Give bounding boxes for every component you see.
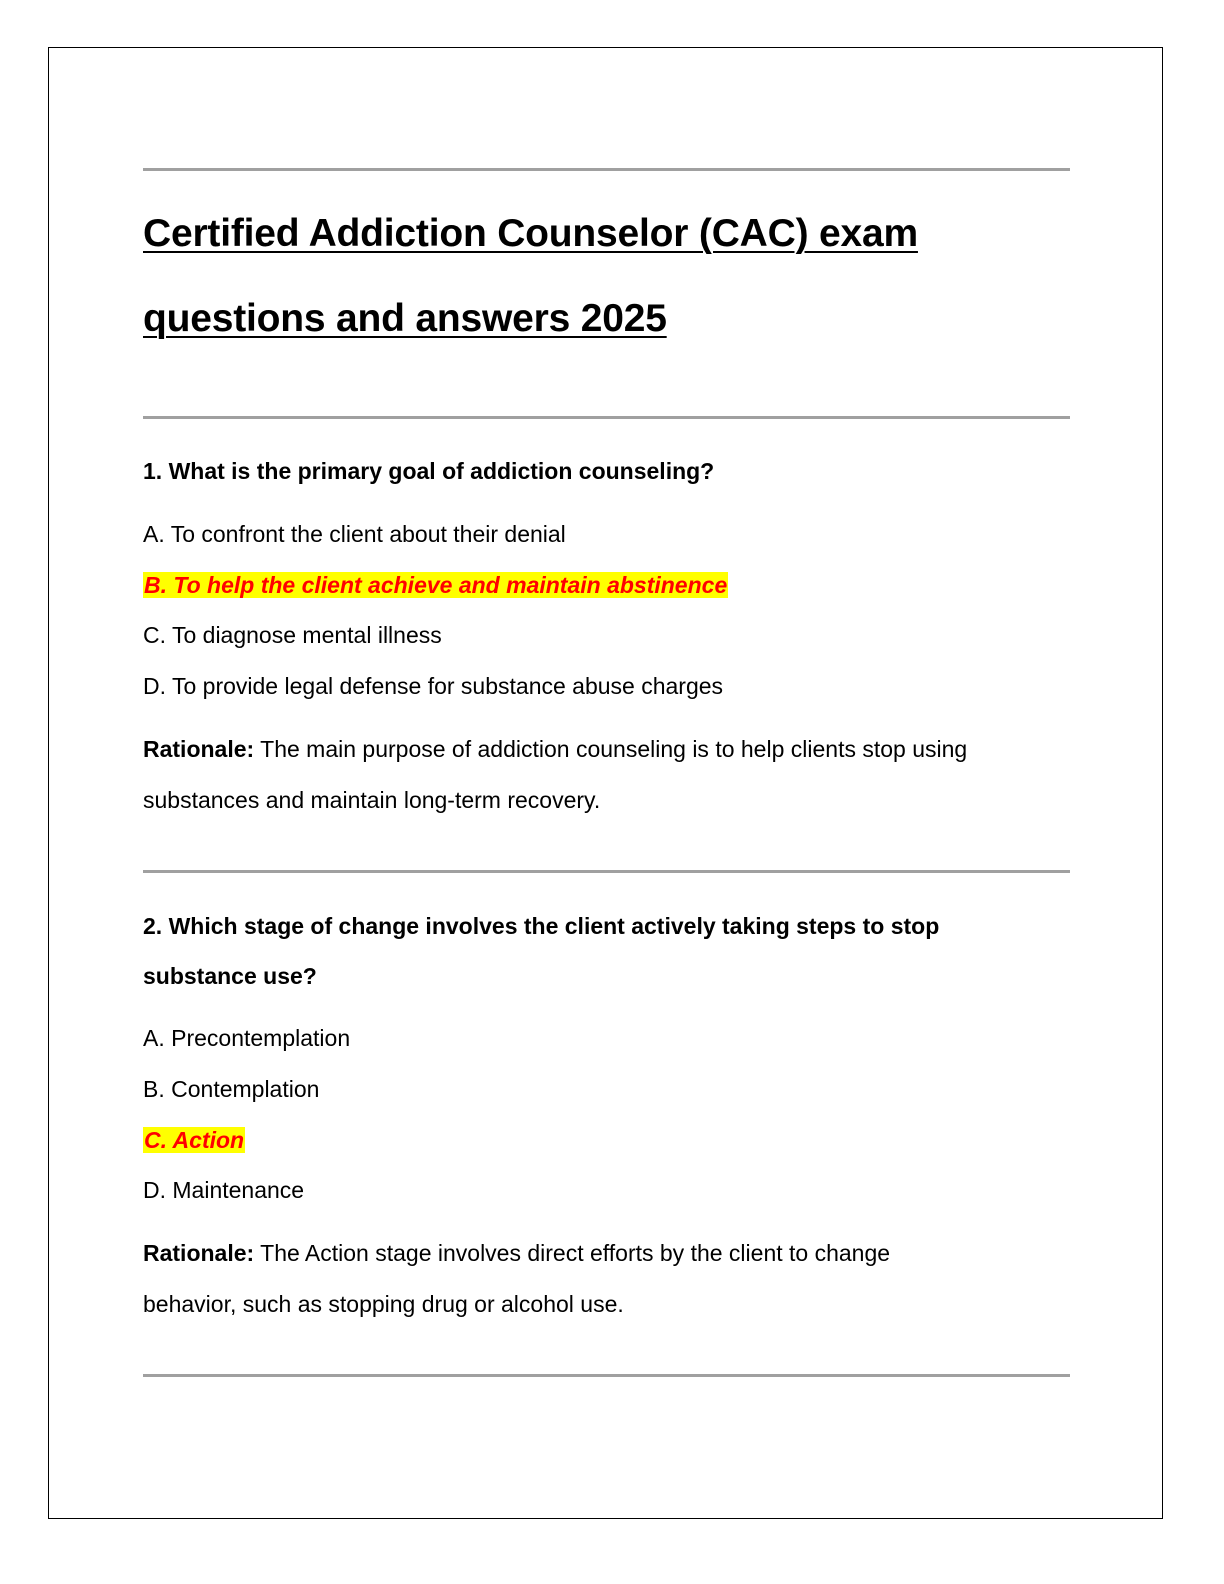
rationale-text: The Action stage involves direct efforts…: [254, 1240, 891, 1266]
question-2-rationale-continued: behavior, such as stopping drug or alcoh…: [143, 1291, 624, 1317]
page-border: [48, 47, 1163, 1519]
rationale-label: Rationale:: [143, 736, 255, 762]
question-2-text: 2. Which stage of change involves the cl…: [143, 913, 940, 939]
correct-answer-highlight: B. To help the client achieve and mainta…: [143, 572, 729, 598]
rationale-text: The main purpose of addiction counseling…: [254, 736, 968, 762]
question-2-text-continued: substance use?: [143, 963, 317, 989]
question-1-option-b-correct: B. To help the client achieve and mainta…: [143, 570, 729, 600]
document-title-line-1: Certified Addiction Counselor (CAC) exam: [143, 212, 918, 255]
question-2-rationale: Rationale: The Action stage involves dir…: [143, 1238, 890, 1268]
rationale-label: Rationale:: [143, 1240, 255, 1266]
question-1-option-a: A. To confront the client about their de…: [143, 521, 566, 547]
question-1-text: 1. What is the primary goal of addiction…: [143, 458, 715, 484]
correct-answer-highlight: C. Action: [143, 1127, 246, 1153]
question-2-option-b: B. Contemplation: [143, 1076, 320, 1102]
question-1-rationale: Rationale: The main purpose of addiction…: [143, 734, 967, 764]
question-2-option-d: D. Maintenance: [143, 1177, 305, 1203]
document-title-line-2: questions and answers 2025: [143, 297, 667, 340]
question-2-option-a: A. Precontemplation: [143, 1025, 351, 1051]
question-1-rationale-continued: substances and maintain long-term recove…: [143, 787, 601, 813]
horizontal-rule: [143, 416, 1070, 419]
horizontal-rule: [143, 168, 1070, 171]
question-2-option-c-correct: C. Action: [143, 1125, 246, 1155]
question-1-option-c: C. To diagnose mental illness: [143, 622, 442, 648]
question-1-option-d: D. To provide legal defense for substanc…: [143, 673, 724, 699]
horizontal-rule: [143, 1374, 1070, 1377]
horizontal-rule: [143, 870, 1070, 873]
